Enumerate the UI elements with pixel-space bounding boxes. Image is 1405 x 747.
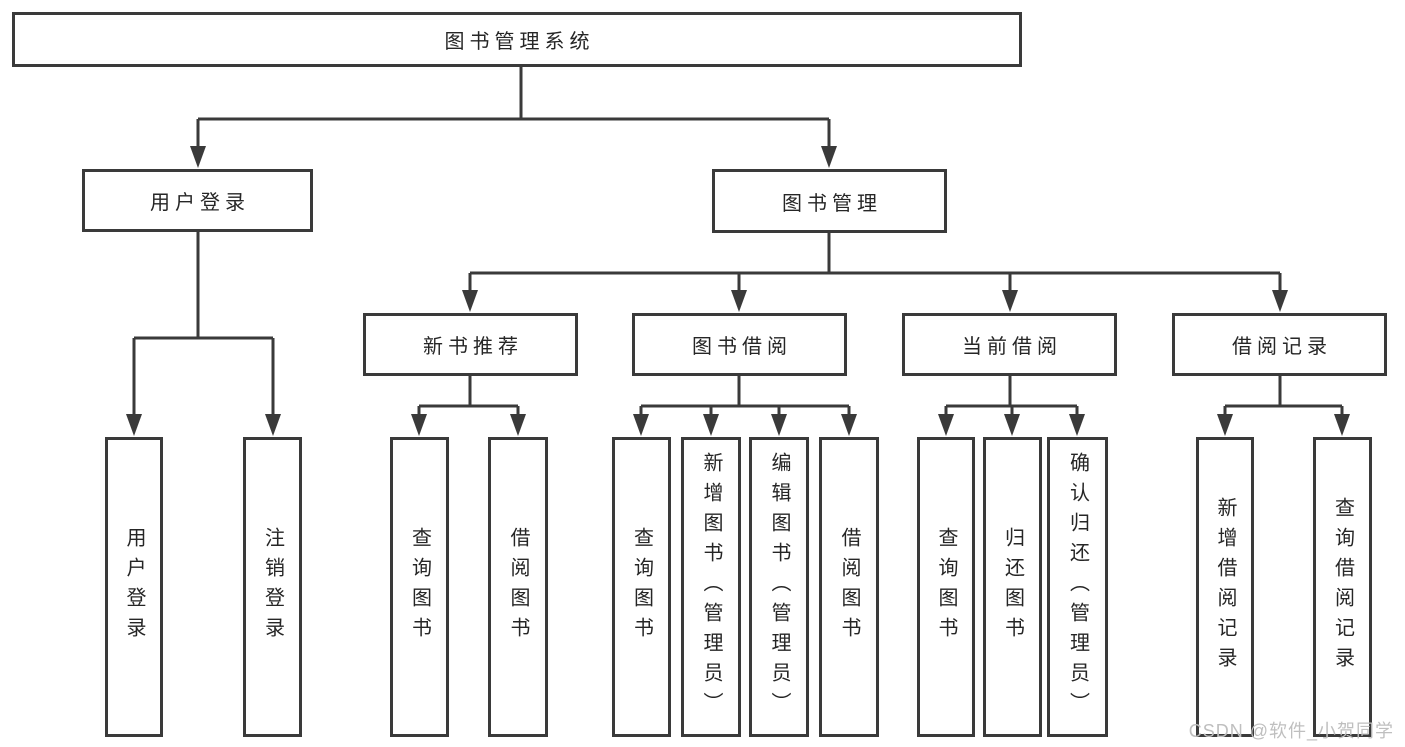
watermark-text: CSDN @软件_小贺同学 xyxy=(1188,721,1394,741)
node-label: 新增图书（管理员） xyxy=(700,452,722,722)
node-label: 确认归还（管理员） xyxy=(1066,452,1089,722)
arrow-down-icon xyxy=(1334,414,1350,436)
connector-recommend-to-leaves xyxy=(417,376,520,418)
node-borrow-records: 借阅记录 xyxy=(1172,313,1387,376)
leaf-borrow-add-book-admin: 新增图书（管理员） xyxy=(681,437,741,737)
arrow-down-icon xyxy=(1002,290,1018,312)
node-label: 用户登录 xyxy=(150,192,250,214)
node-root-system: 图书管理系统 xyxy=(12,12,1022,67)
leaf-current-query-book: 查询图书 xyxy=(917,437,975,737)
node-label: 借阅图书 xyxy=(838,527,860,647)
arrow-down-icon xyxy=(841,414,857,436)
arrow-down-icon xyxy=(265,414,281,436)
connector-login-to-leaves xyxy=(132,232,275,418)
arrow-down-icon xyxy=(821,146,837,168)
node-label: 查询图书 xyxy=(935,527,957,647)
node-label: 归还图书 xyxy=(1001,527,1024,647)
arrow-down-icon xyxy=(510,414,526,436)
node-label: 注销登录 xyxy=(261,527,284,647)
node-label: 查询借阅记录 xyxy=(1331,497,1354,677)
node-label: 图书借阅 xyxy=(692,336,792,358)
node-label: 借阅图书 xyxy=(507,527,529,647)
node-label: 借阅记录 xyxy=(1232,336,1332,358)
arrow-down-icon xyxy=(462,290,478,312)
arrow-down-icon xyxy=(633,414,649,436)
arrow-down-icon xyxy=(1069,414,1085,436)
arrow-down-icon xyxy=(1217,414,1233,436)
leaf-borrow-borrow-book: 借阅图书 xyxy=(819,437,879,737)
arrow-down-icon xyxy=(411,414,427,436)
connector-root-to-level2 xyxy=(196,67,831,150)
node-current-borrow: 当前借阅 xyxy=(902,313,1117,376)
connector-records-to-leaves xyxy=(1223,376,1344,418)
leaf-current-confirm-return-admin: 确认归还（管理员） xyxy=(1047,437,1108,737)
node-label: 当前借阅 xyxy=(962,336,1062,358)
node-label: 查询图书 xyxy=(630,527,653,647)
node-label: 查询图书 xyxy=(408,527,431,647)
leaf-records-query-record: 查询借阅记录 xyxy=(1313,437,1372,737)
leaf-current-return-book: 归还图书 xyxy=(983,437,1042,737)
node-user-login: 用户登录 xyxy=(82,169,313,232)
node-book-management: 图书管理 xyxy=(712,169,947,233)
arrow-down-icon xyxy=(938,414,954,436)
leaf-recommend-borrow-book: 借阅图书 xyxy=(488,437,548,737)
node-book-borrow: 图书借阅 xyxy=(632,313,847,376)
connector-management-to-sections xyxy=(468,233,1282,294)
arrow-down-icon xyxy=(731,290,747,312)
arrow-down-icon xyxy=(771,414,787,436)
arrow-down-icon xyxy=(1272,290,1288,312)
leaf-logout: 注销登录 xyxy=(243,437,302,737)
node-label: 新书推荐 xyxy=(423,336,523,358)
leaf-recommend-query-book: 查询图书 xyxy=(390,437,449,737)
connector-current-to-leaves xyxy=(944,376,1079,418)
leaf-borrow-query-book: 查询图书 xyxy=(612,437,671,737)
arrow-down-icon xyxy=(190,146,206,168)
node-label: 图书管理系统 xyxy=(444,31,595,53)
node-new-book-recommend: 新书推荐 xyxy=(363,313,578,376)
leaf-borrow-edit-book-admin: 编辑图书（管理员） xyxy=(749,437,809,737)
leaf-records-add-record: 新增借阅记录 xyxy=(1196,437,1254,737)
leaf-user-login: 用户登录 xyxy=(105,437,163,737)
connector-borrow-to-leaves xyxy=(639,376,851,418)
node-label: 用户登录 xyxy=(123,527,145,647)
node-label: 新增借阅记录 xyxy=(1214,497,1236,677)
node-label: 编辑图书（管理员） xyxy=(768,452,790,722)
arrow-down-icon xyxy=(126,414,142,436)
arrow-down-icon xyxy=(703,414,719,436)
arrow-down-icon xyxy=(1004,414,1020,436)
node-label: 图书管理 xyxy=(782,192,882,215)
